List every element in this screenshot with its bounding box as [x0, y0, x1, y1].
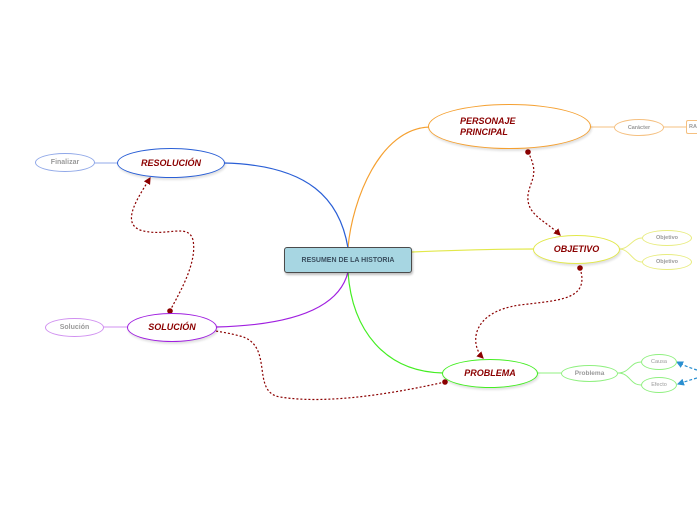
relationship-arrow-causa [675, 361, 697, 371]
subtopic-solucion[interactable]: Solución [45, 318, 104, 337]
sub-line-objetivo-2 [618, 248, 643, 263]
subtopic-label: Problema [574, 370, 605, 377]
subtopic-label: Carácter [627, 124, 651, 131]
topic-label: PROBLEMA [464, 368, 516, 378]
topic-problema[interactable]: PROBLEMA [442, 359, 538, 388]
branch-line-resolucion [223, 162, 349, 249]
relationship-dot-personaje [525, 149, 531, 155]
subtopic-label: Solución [59, 324, 90, 331]
topic-label: RESOLUCIÓN [140, 157, 201, 168]
relationship-objetivo-problema [475, 267, 583, 359]
branch-line-objetivo [411, 248, 535, 253]
subtopic-problema[interactable]: Problema [561, 365, 618, 382]
subtopic-label: Objetivo [655, 259, 678, 265]
relationship-dot-objetivo [577, 265, 583, 271]
sub-line-efecto [617, 372, 642, 386]
subtopic-finalizar[interactable]: Finalizar [35, 153, 95, 172]
subtopic-objetivo-2[interactable]: Objetivo [642, 254, 692, 270]
relationship-personaje-objetivo [527, 151, 561, 236]
subtopic-label: Finalizar [50, 159, 80, 166]
branch-line-personaje [347, 126, 431, 249]
subtopic-label: Causa [651, 359, 667, 365]
subtopic-label: Objetivo [655, 235, 678, 241]
subtopic-label: Efecto [651, 382, 667, 388]
relationship-solucion-resolucion [130, 176, 195, 312]
subtopic-objetivo-1[interactable]: Objetivo [642, 230, 692, 246]
topic-label: SOLUCIÓN [148, 322, 196, 332]
subtopic-efecto[interactable]: Efecto [641, 377, 677, 393]
central-topic[interactable]: RESUMEN DE LA HISTORIA [284, 247, 412, 273]
relationship-arrow-efecto [676, 377, 697, 386]
subtopic-rasgo[interactable]: RA [686, 120, 697, 134]
topic-label: PERSONAJE PRINCIPAL [460, 115, 516, 137]
relationship-dot-problema [442, 379, 448, 385]
sub-line-causa [617, 361, 642, 374]
branch-line-problema [347, 271, 444, 374]
subtopic-label: RA [689, 124, 697, 130]
subtopic-caracter[interactable]: Carácter [614, 119, 664, 136]
topic-label: OBJETIVO [553, 244, 600, 254]
sub-line-objetivo-1 [618, 237, 643, 250]
topic-solucion[interactable]: SOLUCIÓN [127, 313, 217, 342]
topic-personaje-principal[interactable]: PERSONAJE PRINCIPAL [428, 104, 591, 149]
topic-objetivo[interactable]: OBJETIVO [533, 235, 620, 264]
subtopic-causa[interactable]: Causa [641, 354, 677, 370]
relationship-problema-solucion [196, 325, 446, 401]
branch-line-solucion [215, 271, 349, 328]
topic-resolucion[interactable]: RESOLUCIÓN [117, 148, 225, 178]
